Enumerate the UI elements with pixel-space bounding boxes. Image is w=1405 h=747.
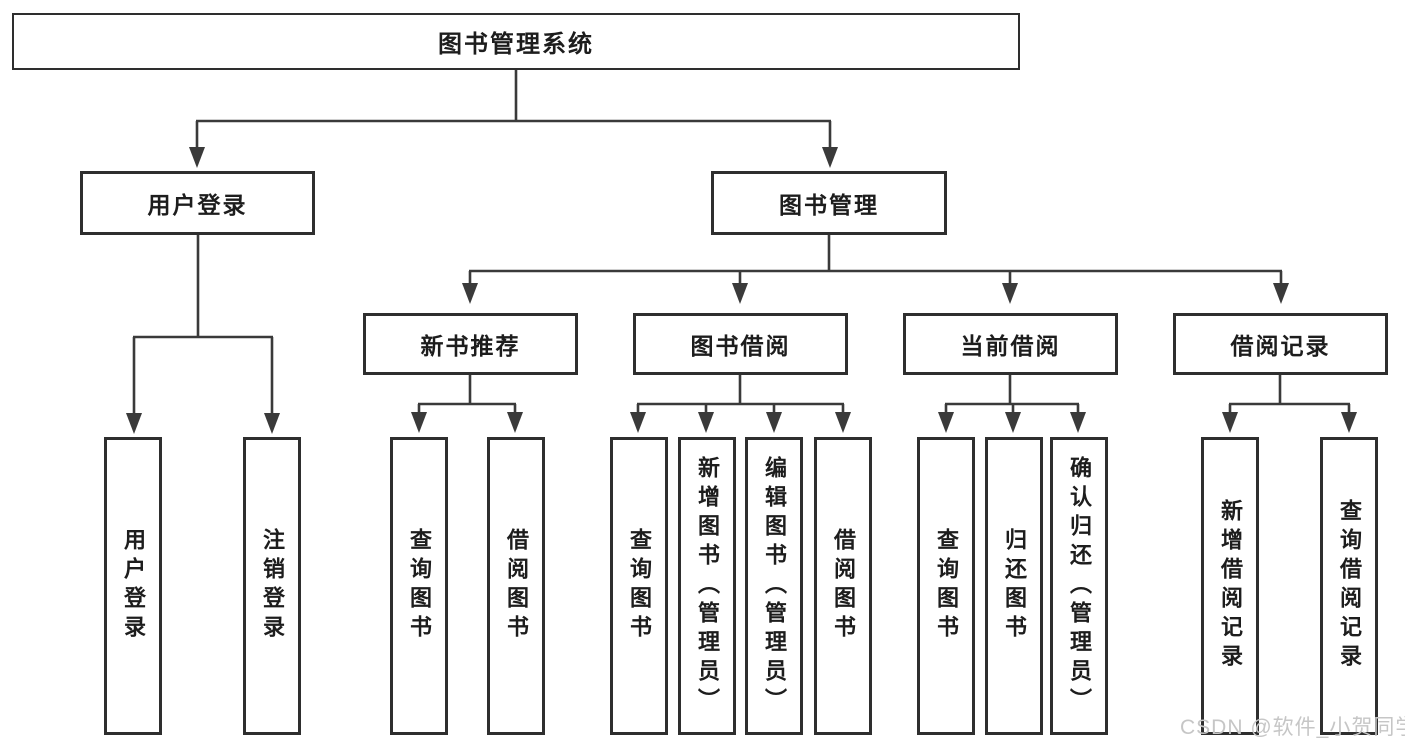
leaf-records-query-record: 查询借阅记录 [1320,437,1378,735]
leaf-borrowing-add-books-admin: 新增图书（管理员） [678,437,736,735]
node-book-borrowing: 图书借阅 [633,313,848,375]
node-book-management: 图书管理 [711,171,947,235]
node-user-login: 用户登录 [80,171,315,235]
node-new-book-recommend: 新书推荐 [363,313,578,375]
leaf-borrowing-edit-books-admin: 编辑图书（管理员） [745,437,803,735]
node-root-system: 图书管理系统 [12,13,1020,70]
leaf-current-confirm-return-admin: 确认归还（管理员） [1050,437,1108,735]
leaf-current-query-books: 查询图书 [917,437,975,735]
leaf-borrowing-borrow-books: 借阅图书 [814,437,872,735]
leaf-user-login: 用户登录 [104,437,162,735]
node-borrowing-records: 借阅记录 [1173,313,1388,375]
node-current-borrowing: 当前借阅 [903,313,1118,375]
leaf-recommend-borrow-books: 借阅图书 [487,437,545,735]
leaf-logout: 注销登录 [243,437,301,735]
csdn-watermark: CSDN @软件_小贺同学 [1180,716,1405,739]
leaf-borrowing-query-books: 查询图书 [610,437,668,735]
leaf-recommend-query-books: 查询图书 [390,437,448,735]
leaf-current-return-books: 归还图书 [985,437,1043,735]
leaf-records-add-record: 新增借阅记录 [1201,437,1259,735]
